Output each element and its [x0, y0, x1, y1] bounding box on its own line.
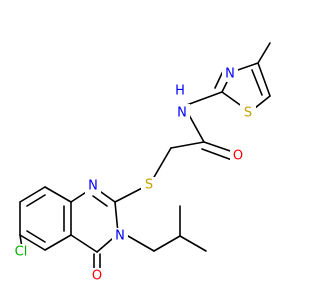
- bond-carbonyl-ch2: [170, 141, 205, 149]
- bond-n3-c2: [114, 201, 119, 234]
- bond-c8a-c8: [44, 186, 72, 203]
- bond-c4a-c4: [70, 234, 98, 253]
- atom-s-thiazole: S: [240, 104, 256, 121]
- bond-c4-c5-inner: [251, 69, 263, 96]
- atom-s-thiazole-label: S: [244, 106, 252, 121]
- atom-s-thioether: S: [141, 177, 157, 193]
- bond-n3-ch2: [127, 235, 155, 252]
- atom-h-amide-label: H: [175, 84, 185, 99]
- atom-n-amide: N: [174, 104, 190, 121]
- atom-h-amide: H: [172, 82, 188, 99]
- bond-ch2-ch: [153, 235, 181, 252]
- bond-c8-c7: [19, 186, 46, 203]
- bond-c8-c7-inner: [26, 194, 46, 207]
- bond-c2-n1-inner: [92, 195, 108, 207]
- bond-c5-c4a: [44, 234, 72, 251]
- atom-o-quinazolinone: O: [89, 268, 105, 284]
- bond-c2-nh: [183, 91, 223, 107]
- bond-ch-me1: [179, 235, 207, 252]
- atom-o-quinazolinone-label: O: [92, 269, 102, 284]
- atom-n1-quinazoline: N: [85, 178, 101, 194]
- atom-n-amide-label: N: [177, 106, 187, 121]
- bond-c4-c5: [257, 62, 271, 97]
- bond-methyl: [257, 42, 271, 64]
- atom-o-carbonyl-label: O: [233, 149, 243, 164]
- bond-c6-c5-inner: [26, 230, 46, 243]
- atom-n3-quinazoline-label: N: [115, 229, 125, 244]
- bond-c4-n3: [96, 238, 113, 253]
- bond-c6-c5: [19, 234, 46, 251]
- atom-o-carbonyl: O: [230, 148, 246, 164]
- molecule-structure-diagram: N H N S O S N N: [10, 42, 271, 284]
- atom-cl-label: Cl: [15, 245, 28, 260]
- atom-n3-quinazoline: N: [112, 228, 128, 244]
- atom-n-thiazole-label: N: [225, 67, 235, 82]
- atom-s-thioether-label: S: [145, 178, 153, 193]
- atom-n1-quinazoline-label: N: [88, 179, 98, 194]
- atom-labels: N H N S O S N N: [10, 66, 256, 284]
- bond-carbonyl-o-b: [201, 148, 233, 161]
- atom-n-thiazole: N: [222, 66, 238, 82]
- atom-cl: Cl: [10, 244, 32, 260]
